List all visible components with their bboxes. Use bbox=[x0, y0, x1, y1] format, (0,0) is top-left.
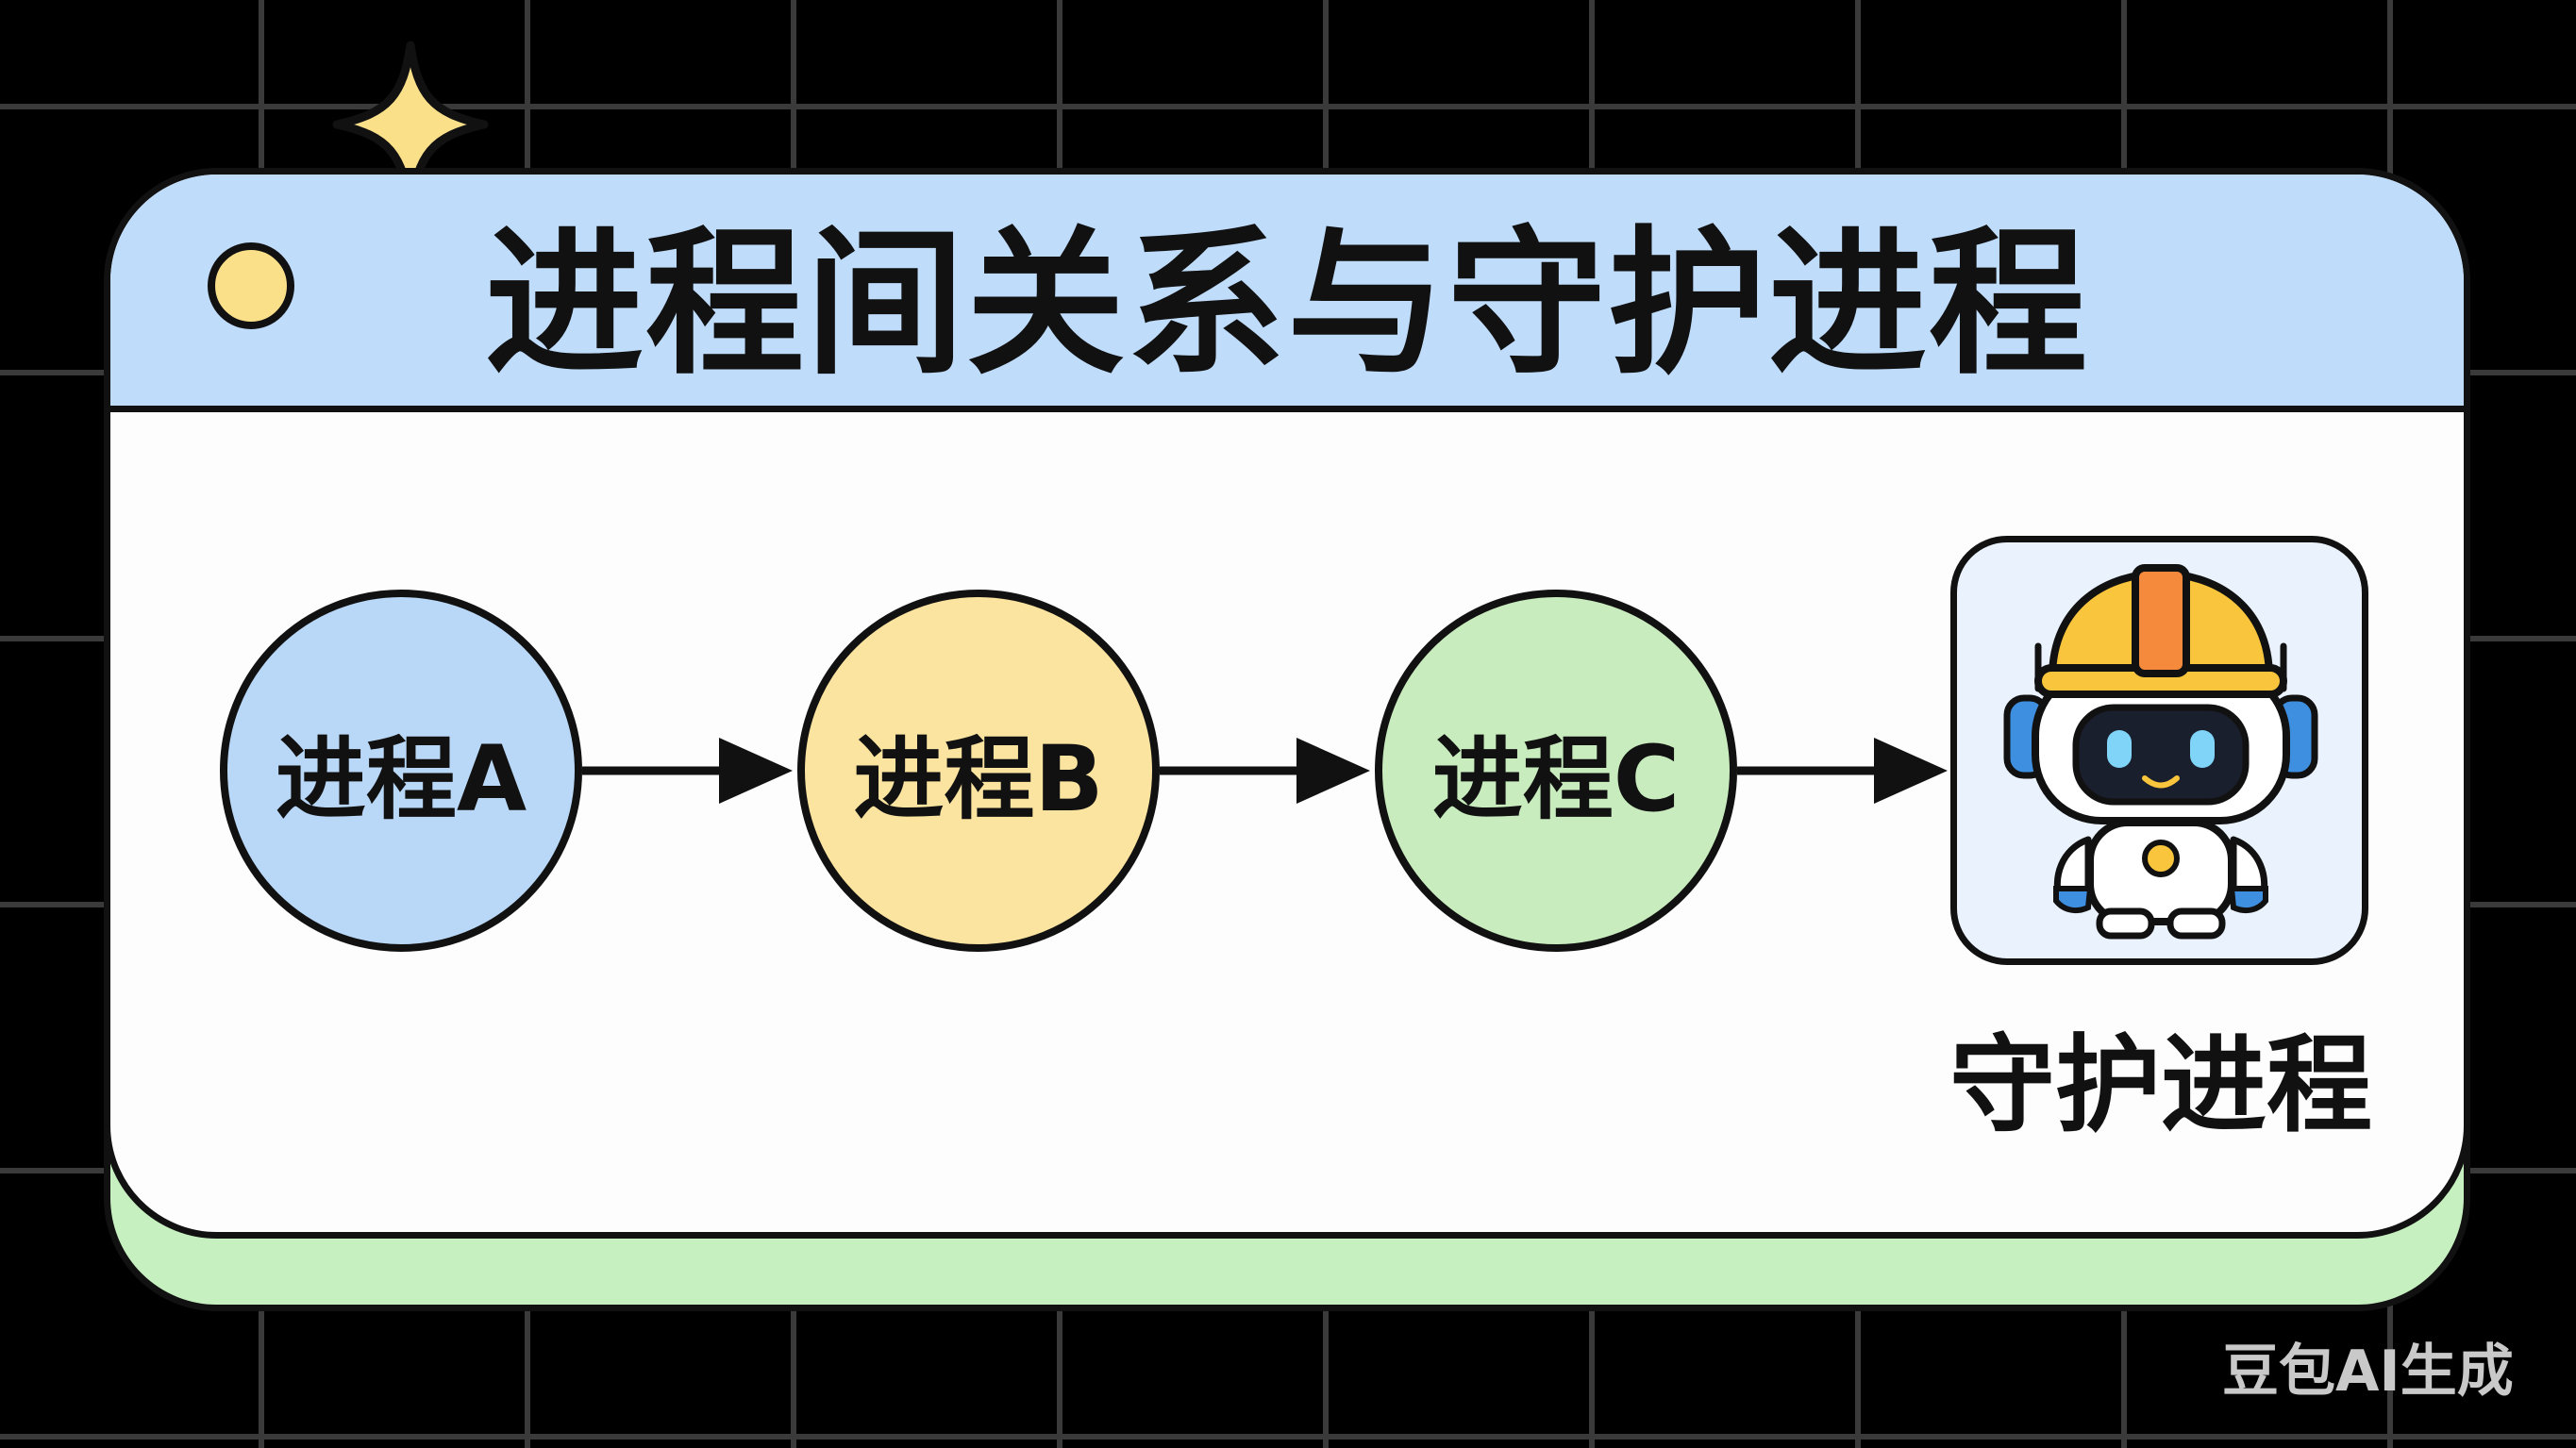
arrow-b-to-c bbox=[1160, 738, 1370, 804]
process-node-b: 进程B bbox=[797, 590, 1160, 952]
robot-worker-icon bbox=[2003, 564, 2318, 940]
dot-icon bbox=[208, 242, 294, 329]
process-node-a: 进程A bbox=[220, 590, 582, 952]
page-title: 进程间关系与守护进程 bbox=[485, 211, 2089, 396]
process-node-c: 进程C bbox=[1375, 590, 1737, 952]
arrow-a-to-b bbox=[582, 738, 793, 804]
daemon-label: 守护进程 bbox=[1949, 1024, 2372, 1147]
process-a-label: 进程A bbox=[275, 725, 527, 832]
watermark: 豆包AI生成 bbox=[2222, 1339, 2514, 1405]
process-c-label: 进程C bbox=[1431, 725, 1681, 832]
process-b-label: 进程B bbox=[853, 725, 1104, 832]
card-panel: 进程间关系与守护进程 bbox=[104, 168, 2470, 1239]
card-header: 进程间关系与守护进程 bbox=[110, 175, 2464, 412]
arrow-c-to-daemon bbox=[1737, 738, 1948, 804]
